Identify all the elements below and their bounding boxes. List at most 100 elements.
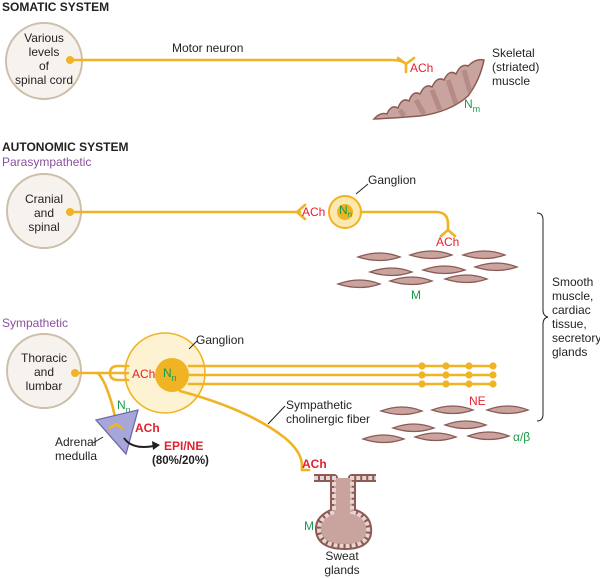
para-origin-line-3: spinal (28, 220, 59, 234)
para-pre-ach-label: ACh (302, 205, 325, 219)
sweat-gland-lumen (320, 478, 367, 544)
sweat-gland (314, 474, 376, 550)
sweat-label-line-2: glands (324, 563, 359, 577)
para-origin-line-1: Cranial (25, 192, 63, 206)
targets-line-2: muscle, (552, 289, 593, 303)
symp-smooth-muscle-cells (361, 405, 530, 444)
adrenal-leader (92, 436, 104, 444)
smooth-muscle-cell (413, 432, 458, 442)
varicosities (418, 362, 497, 388)
skeletal-label-line-1: Skeletal (492, 46, 535, 60)
motor-neuron-axon (68, 58, 408, 66)
parasympathetic-label: Parasympathetic (2, 155, 91, 169)
para-postganglionic-terminal (439, 228, 457, 238)
para-ganglion-leader (355, 183, 369, 195)
symp-ne-label: NE (469, 394, 486, 408)
symp-ganglion-label: Ganglion (196, 333, 244, 347)
symp-preganglionic-branches (108, 364, 130, 382)
smooth-muscle-cell (472, 262, 519, 272)
symp-origin-line-1: Thoracic (21, 351, 67, 365)
sympathetic-label: Sympathetic (2, 316, 68, 330)
receptor-subscript: n (172, 373, 177, 383)
targets-line-3: cardiac (552, 303, 591, 317)
para-smooth-muscle-cells (335, 250, 519, 289)
para-post-ach-label: ACh (436, 235, 459, 249)
arrow-head-icon (152, 441, 160, 450)
smooth-muscle-cell (407, 250, 454, 260)
para-ganglion: Nn (328, 195, 362, 229)
muscle-striations (397, 69, 473, 118)
cholinergic-label-line-1: Sympathetic (286, 398, 352, 412)
sweat-receptor: M (304, 519, 314, 533)
para-ganglion-label: Ganglion (368, 173, 416, 187)
smooth-muscle-cell (466, 431, 511, 441)
somatic-origin-line-3: of (39, 59, 50, 73)
receptor-subscript: m (473, 104, 481, 114)
epi-ne-ratio: (80%/20%) (152, 455, 209, 467)
cholinergic-leader (267, 405, 286, 425)
symp-ganglion-receptor: Nn (163, 366, 177, 383)
para-postganglionic-axon (359, 210, 450, 232)
adrenal-ach-label: ACh (135, 421, 160, 435)
symp-target-receptor: α/β (513, 430, 530, 444)
smooth-muscle-cell (367, 267, 414, 277)
targets-line-5: secretory (552, 331, 600, 345)
smooth-muscle-cell (361, 434, 406, 444)
smooth-muscle-cell (460, 250, 507, 260)
smooth-muscle-cell (391, 423, 436, 433)
skeletal-muscle-shape (372, 58, 485, 120)
smooth-muscle-cell (420, 265, 467, 275)
adrenal-receptor: Nn (117, 398, 131, 415)
adrenal-nerve-terminal (108, 422, 124, 430)
thoracic-lumbar-circle (6, 333, 82, 409)
smooth-muscle-cell (387, 276, 434, 286)
smooth-muscle-cell (443, 420, 488, 430)
skeletal-label-line-2: (striated) (492, 60, 539, 74)
adrenal-label-line-1: Adrenal (55, 435, 96, 449)
adrenal-preganglionic-axon (96, 371, 118, 426)
somatic-origin-line-4: spinal cord (15, 73, 73, 87)
sympathetic-origin: Thoracic and lumbar (6, 333, 82, 409)
smooth-muscle-cell (355, 252, 402, 262)
motor-neuron-label: Motor neuron (172, 41, 243, 55)
symp-origin-line-2: and (34, 365, 54, 379)
adrenal-label-line-2: medulla (55, 449, 97, 463)
smooth-muscle-cell (442, 274, 489, 284)
epi-ne-label: EPI/NE (164, 439, 203, 453)
receptor-subscript: n (126, 405, 131, 415)
skeletal-label-line-3: muscle (492, 74, 530, 88)
smooth-muscle-cell (485, 405, 530, 415)
receptor-subscript: n (348, 210, 352, 219)
para-ganglion-receptor: Nn (339, 203, 352, 219)
receptor-letter: N (117, 398, 126, 412)
para-preganglionic-terminal (295, 203, 307, 221)
targets-line-1: Smooth (552, 275, 593, 289)
symp-origin-line-3: lumbar (26, 379, 63, 393)
smooth-muscle-cell (335, 279, 382, 289)
symp-ganglion-cell (155, 358, 189, 392)
smooth-muscle-cell (379, 406, 424, 416)
targets-line-6: glands (552, 345, 587, 359)
somatic-heading: SOMATIC SYSTEM (2, 0, 109, 14)
targets-brace (536, 212, 549, 422)
para-ganglion-cell (337, 204, 353, 220)
cholinergic-label-line-2: cholinergic fiber (286, 412, 370, 426)
cholinergic-ach-label: ACh (302, 457, 327, 471)
receptor-letter: N (339, 203, 348, 217)
smooth-muscle-cell (430, 405, 475, 415)
skeletal-receptor-label: Nm (464, 97, 480, 114)
receptor-letter: N (464, 97, 473, 111)
targets-line-4: tissue, (552, 317, 587, 331)
epi-release-arrow (123, 437, 155, 448)
somatic-origin-line-2: levels (29, 45, 60, 59)
receptor-letter: N (163, 366, 172, 380)
autonomic-heading: AUTONOMIC SYSTEM (2, 140, 128, 154)
sweat-label-line-1: Sweat (325, 549, 359, 563)
adrenal-medulla-triangle (94, 409, 139, 456)
para-origin-line-2: and (34, 206, 54, 220)
symp-ganglion-leader (188, 340, 198, 350)
somatic-origin-line-1: Various (24, 31, 64, 45)
symp-pre-ach-label: ACh (132, 367, 155, 381)
symp-postganglionic-fibers (187, 362, 497, 388)
